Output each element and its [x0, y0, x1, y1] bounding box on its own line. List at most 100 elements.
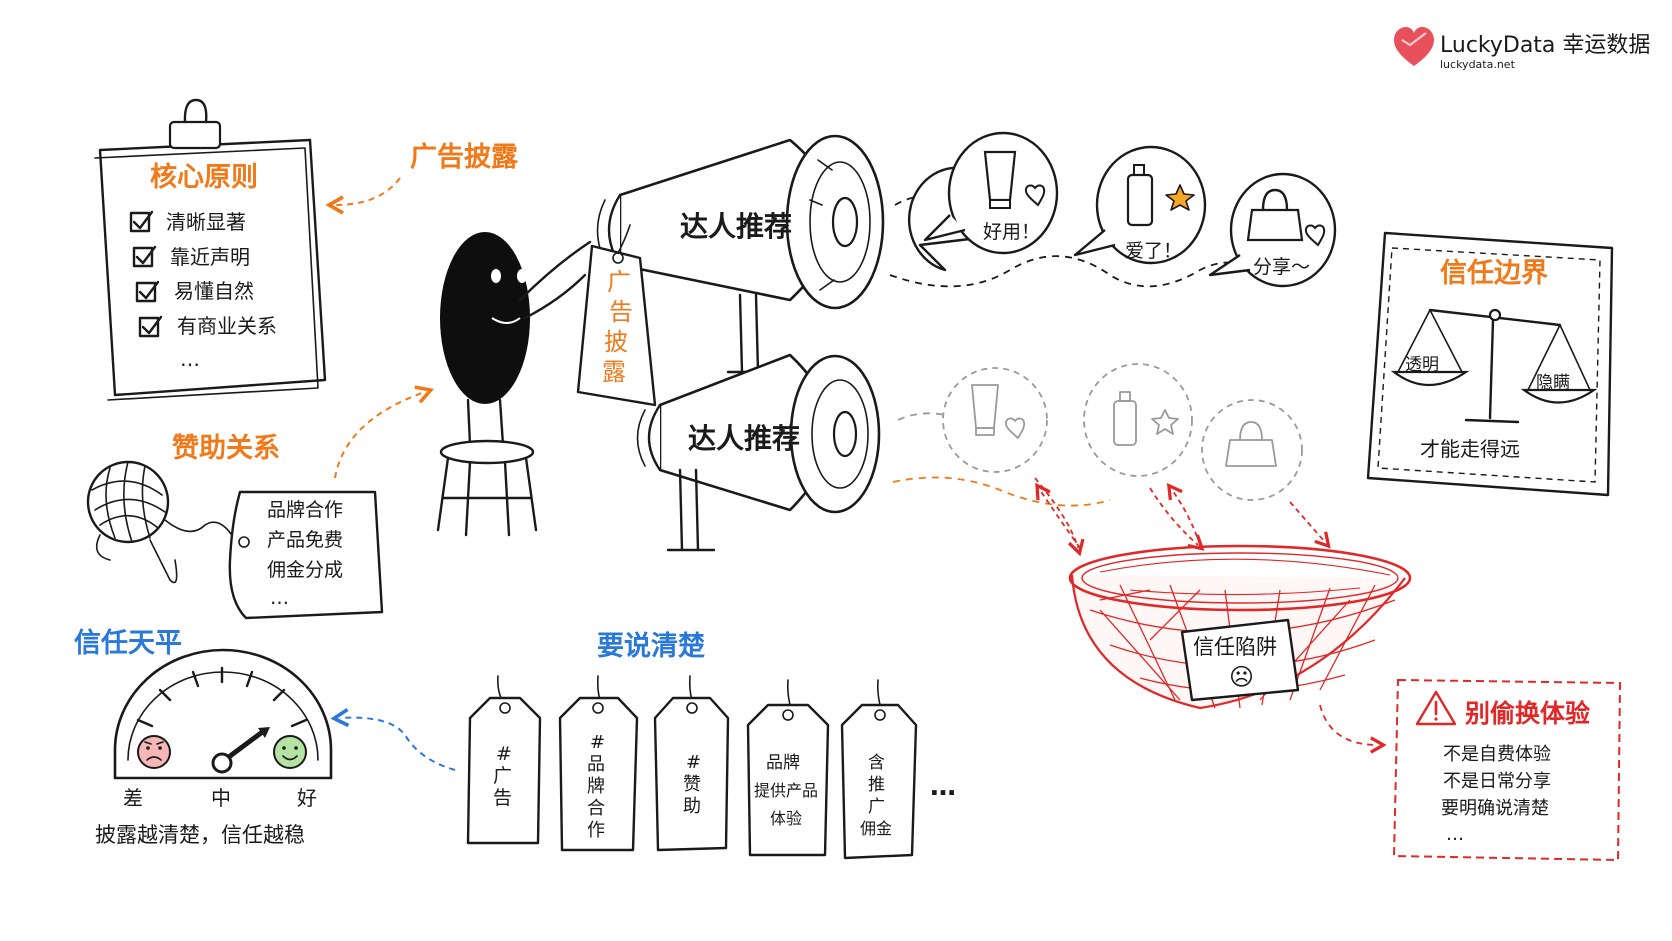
svg-text:广: 广 — [868, 797, 885, 817]
more-ellipsis: … — [270, 587, 289, 609]
character-icon — [440, 232, 592, 452]
balance-scale-icon: 透明 隐瞒 — [1390, 308, 1598, 424]
trust-scale-caption: 披露越清楚，信任越稳 — [95, 823, 305, 847]
svg-text:提供产品: 提供产品 — [754, 781, 818, 800]
svg-text:#: # — [686, 752, 701, 773]
svg-text:清晰显著: 清晰显著 — [166, 210, 246, 234]
megaphone-bottom-label: 达人推荐 — [688, 422, 800, 455]
faded-speech-bubble — [942, 367, 1048, 473]
svg-text:#: # — [496, 743, 512, 765]
star-icon — [1151, 409, 1179, 435]
svg-text:牌: 牌 — [587, 776, 605, 797]
core-principles-clipboard: 核心原则 清晰显著 靠近声明 易懂自然 有商业关系 … — [94, 98, 327, 401]
svg-text:佣金: 佣金 — [860, 819, 892, 838]
sponsorship-tag: 品牌合作 产品免费 佣金分成 … — [228, 490, 384, 620]
trust-boundary-caption: 才能走得远 — [1420, 437, 1520, 461]
bubble-text: 分享～ — [1253, 256, 1310, 278]
svg-text:合: 合 — [587, 798, 605, 819]
svg-text:作: 作 — [587, 820, 605, 841]
bottle-icon — [1113, 391, 1137, 446]
scale-right-label: 隐瞒 — [1536, 373, 1570, 393]
gauge-label-mid: 中 — [211, 786, 231, 810]
no-swap-warning-box: 别偷换体验 不是自费体验 不是日常分享 要明确说清楚 … — [1392, 678, 1622, 862]
bubble-text: 爱了！ — [1125, 240, 1182, 262]
heart-icon — [1394, 27, 1434, 66]
svg-text:披: 披 — [604, 328, 628, 356]
list-item: 靠近声明 — [132, 245, 250, 269]
ad-disclosure-hang-tag: 广 告 披 露 — [576, 224, 657, 407]
faded-speech-bubble — [1083, 363, 1193, 477]
heart-icon — [1024, 184, 1046, 207]
bottle-icon — [1126, 164, 1154, 227]
ad-disclosure-arrow — [325, 177, 401, 215]
svg-text:品: 品 — [587, 754, 605, 775]
yarn-ball-icon — [86, 460, 236, 584]
more-ellipsis: … — [1446, 824, 1464, 845]
megaphone-top-label: 达人推荐 — [680, 210, 792, 243]
signal-line — [892, 476, 1111, 507]
sad-face-icon: ☹ — [1229, 663, 1254, 691]
trust-scale-title: 信任天平 — [74, 628, 182, 659]
svg-text:含: 含 — [868, 753, 885, 773]
sponsorship-arrow — [334, 385, 435, 479]
heart-icon — [1005, 417, 1026, 439]
list-item: 易懂自然 — [135, 279, 254, 303]
list-item: 产品免费 — [267, 529, 343, 551]
brand-url: luckydata.net — [1440, 58, 1516, 71]
core-principles-title: 核心原则 — [150, 161, 258, 193]
speech-bubble: 好用！ — [907, 131, 1059, 272]
svg-text:#: # — [590, 732, 605, 753]
bubble-text: 好用！ — [983, 221, 1040, 243]
trust-trap-sign: 信任陷阱 ☹ — [1180, 618, 1300, 702]
more-ellipsis: … — [930, 772, 956, 802]
shopping-bag-icon — [1225, 421, 1277, 467]
megaphone-top: 达人推荐 — [596, 134, 885, 374]
sponsorship-label: 赞助关系 — [172, 433, 280, 464]
svg-text:助: 助 — [683, 796, 701, 817]
list-item: 佣金分成 — [267, 559, 343, 581]
hashtag-tag: # 品 牌 合 作 — [558, 675, 639, 852]
list-item: 有商业关系 — [138, 314, 277, 338]
lotion-tube-icon — [971, 384, 999, 436]
more-ellipsis: … — [180, 347, 200, 371]
no-swap-title: 别偷换体验 — [1464, 699, 1590, 728]
stool-icon — [436, 439, 538, 537]
warning-icon — [1415, 690, 1457, 726]
svg-text:告: 告 — [493, 787, 512, 809]
svg-text:易懂自然: 易懂自然 — [174, 279, 254, 303]
svg-text:有商业关系: 有商业关系 — [177, 314, 277, 338]
list-item: 要明确说清楚 — [1441, 798, 1549, 819]
principle-list: 清晰显著 靠近声明 易懂自然 有商业关系 … — [129, 210, 277, 371]
say-clearly-title: 要说清楚 — [597, 631, 705, 662]
trust-boundary-box: 信任边界 透明 隐瞒 才能走得远 — [1366, 231, 1614, 497]
brand-name: LuckyData 幸运数据 — [1440, 33, 1650, 58]
star-icon — [1165, 184, 1195, 211]
gauge-label-bad: 差 — [123, 786, 143, 810]
svg-text:品牌: 品牌 — [766, 753, 800, 773]
gauge-needle — [211, 727, 270, 774]
binder-clip-icon — [168, 120, 222, 150]
svg-text:告: 告 — [609, 298, 633, 326]
svg-text:靠近声明: 靠近声明 — [170, 245, 250, 269]
lotion-tube-icon — [983, 150, 1017, 209]
hashtag-tag: 品牌 提供产品 体验 — [746, 679, 830, 857]
trust-gauge: 差 中 好 — [113, 648, 333, 810]
say-clearly-arrow — [330, 708, 456, 771]
trust-trap-label: 信任陷阱 — [1193, 635, 1277, 659]
sad-face-icon — [137, 735, 171, 769]
hashtag-tag: # 赞 助 — [653, 675, 730, 852]
hashtag-tag: 含 推 广 佣金 — [840, 679, 918, 860]
svg-text:广: 广 — [607, 268, 631, 296]
svg-text:露: 露 — [602, 358, 626, 386]
svg-text:广: 广 — [493, 765, 512, 787]
faded-speech-bubble — [1201, 399, 1303, 501]
scale-left-label: 透明 — [1405, 355, 1439, 375]
gauge-label-good: 好 — [297, 786, 317, 810]
ad-disclosure-label: 广告披露 — [410, 142, 519, 173]
svg-text:赞: 赞 — [683, 774, 701, 795]
speech-bubble: 爱了！ — [1073, 145, 1207, 265]
megaphone-bottom: 达人推荐 — [636, 353, 881, 552]
list-item: 不是自费体验 — [1443, 744, 1551, 765]
heart-icon — [1304, 224, 1326, 247]
list-item: 不是日常分享 — [1443, 771, 1551, 792]
